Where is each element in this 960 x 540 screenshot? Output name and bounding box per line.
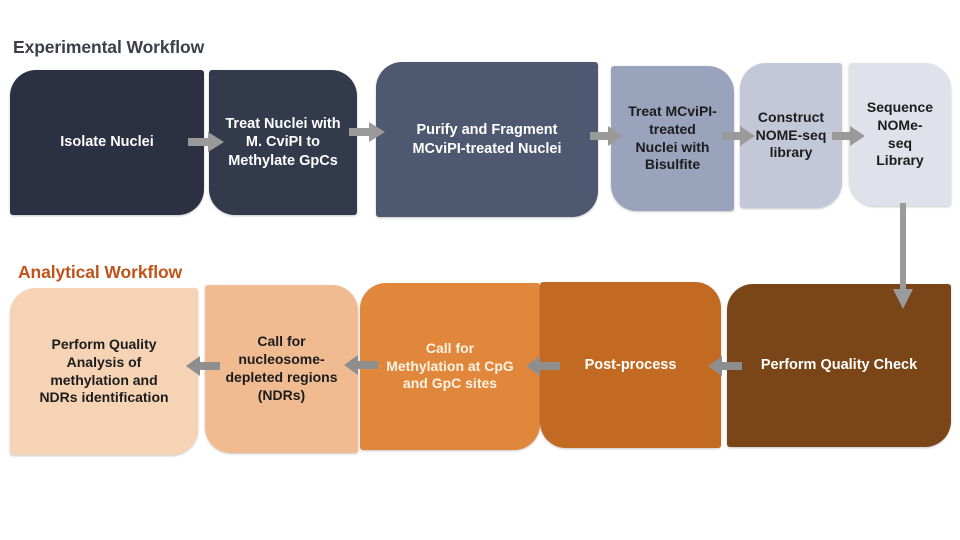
node-label: Post-process [584, 356, 677, 373]
node-construct-library[interactable]: Construct NOME-seq library [740, 63, 842, 208]
arrow-bisulfite-to-construct-icon [722, 126, 755, 146]
arrow-purify-to-bisulfite-icon [590, 126, 623, 146]
node-label: Call for Methylation at CpG and GpC site… [386, 339, 514, 392]
node-perform-quality-analysis[interactable]: Perform Quality Analysis of methylation … [10, 288, 198, 455]
arrow-qualitycheck-to-postprocess-icon [708, 356, 742, 376]
node-label: Treat MCviPI- treated Nuclei with Bisulf… [628, 102, 717, 173]
arrow-treat-to-purify-icon [349, 122, 385, 142]
node-perform-quality-check[interactable]: Perform Quality Check [727, 284, 951, 447]
node-label: Sequence NOMe- seq Library [866, 98, 934, 169]
node-isolate-nuclei[interactable]: Isolate Nuclei [10, 70, 204, 215]
node-purify-fragment[interactable]: Purify and Fragment MCviPI-treated Nucle… [376, 62, 598, 217]
node-post-process[interactable]: Post-process [540, 282, 721, 448]
node-treat-nuclei-mcvipi[interactable]: Treat Nuclei with M. CviPI to Methylate … [209, 70, 357, 215]
node-label: Perform Quality Check [760, 357, 918, 374]
node-sequence-library[interactable]: Sequence NOMe- seq Library [849, 63, 951, 206]
node-call-ndrs[interactable]: Call for nucleosome- depleted regions (N… [205, 285, 358, 453]
node-treat-bisulfite[interactable]: Treat MCviPI- treated Nuclei with Bisulf… [611, 66, 734, 211]
section-title-experimental: Experimental Workflow [13, 37, 205, 57]
arrow-sequence-to-quality-check-icon [893, 203, 913, 309]
node-label: Construct NOME-seq library [755, 108, 827, 161]
node-call-methylation[interactable]: Call for Methylation at CpG and GpC site… [360, 283, 540, 450]
arrow-ndrs-to-quality-analysis-icon [186, 356, 220, 376]
node-label: Call for nucleosome- depleted regions (N… [225, 333, 338, 403]
arrow-construct-to-sequence-icon [832, 126, 865, 146]
node-label: Purify and Fragment MCviPI-treated Nucle… [412, 122, 562, 157]
node-label: Isolate Nuclei [60, 134, 154, 151]
arrow-isolate-to-treat-icon [188, 132, 224, 152]
arrow-methylation-to-ndrs-icon [344, 355, 378, 375]
arrow-postprocess-to-methylation-icon [526, 356, 560, 376]
node-label: Treat Nuclei with M. CviPI to Methylate … [225, 115, 341, 169]
section-title-analytical: Analytical Workflow [18, 262, 183, 282]
node-label: Perform Quality Analysis of methylation … [39, 335, 169, 406]
